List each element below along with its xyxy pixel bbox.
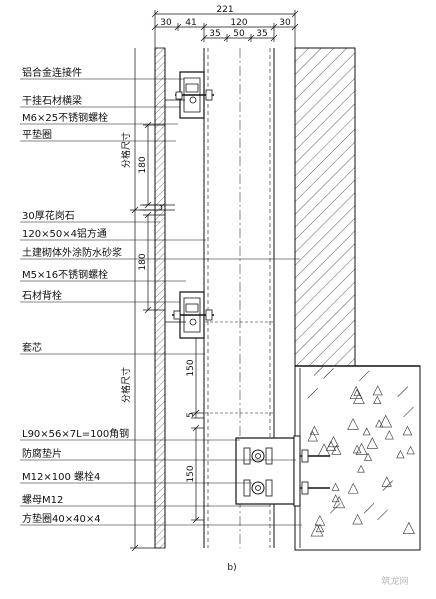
lower-bracket — [165, 291, 214, 339]
label-stone-beam: 干挂石材横梁 — [22, 94, 82, 107]
masonry-wall — [294, 47, 356, 367]
label-square-washer: 方垫圈40×40×4 — [22, 512, 101, 525]
concrete-aggregate-mark — [331, 494, 340, 503]
dim-seg-1: 30 — [160, 18, 172, 28]
concrete-slab — [294, 365, 421, 551]
label-sleeve-core: 套芯 — [22, 341, 42, 354]
concrete-aggregate-mark — [310, 523, 324, 537]
concrete-aggregate-mark — [307, 430, 318, 442]
concrete-aggregate-mark — [364, 452, 373, 461]
concrete-aggregate-mark — [332, 495, 346, 509]
granite-panel — [154, 47, 166, 549]
concrete-aggregate-mark — [402, 521, 415, 535]
figure-caption: b) — [227, 563, 236, 573]
concrete-hatch-mark — [330, 502, 341, 514]
dim-grid-upper: 分格尺寸 — [120, 132, 132, 168]
concrete-aggregate-mark — [362, 427, 371, 436]
concrete-aggregate-mark — [352, 444, 362, 454]
dim-grid-lower: 分格尺寸 — [120, 367, 132, 403]
dim-seg-2: 41 — [185, 18, 196, 28]
concrete-aggregate-mark — [353, 392, 365, 404]
dim-150-a: 150 — [186, 359, 196, 376]
label-m12-bolt: M12×100 螺栓4 — [22, 470, 100, 483]
label-flat-washer: 平垫圈 — [22, 128, 52, 141]
label-m5-bolt: M5×16不锈钢螺栓 — [22, 268, 108, 281]
concrete-aggregate-mark — [352, 513, 363, 525]
concrete-aggregate-mark — [357, 464, 365, 473]
concrete-hatch-mark — [377, 509, 388, 521]
label-aluminium-connector: 铝合金连接件 — [22, 66, 82, 79]
concrete-aggregate-mark — [315, 523, 325, 533]
watermark: 筑龙网 — [381, 575, 408, 587]
concrete-aggregate-mark — [396, 449, 405, 459]
concrete-aggregate-mark — [402, 425, 413, 436]
dim-sub-1: 35 — [209, 29, 220, 39]
top-dimension — [151, 10, 299, 48]
concrete-hatch-mark — [323, 368, 334, 379]
label-waterproof-mortar: 土建砌体外涂防水砂浆 — [22, 246, 122, 259]
concrete-aggregate-mark — [372, 385, 383, 396]
concrete-hatch-mark — [363, 503, 375, 514]
concrete-aggregate-mark — [379, 414, 393, 428]
concrete-aggregate-mark — [331, 482, 340, 491]
concrete-aggregate-mark — [406, 445, 415, 455]
concrete-hatch-mark — [359, 370, 370, 382]
angle-steel-assembly — [235, 435, 330, 507]
concrete-aggregate-mark — [375, 419, 384, 428]
concrete-hatch-mark — [307, 388, 318, 399]
concrete-aggregate-mark — [373, 395, 382, 405]
dim-sub-2: 50 — [233, 29, 245, 39]
label-anticorrosion-pad: 防腐垫片 — [22, 447, 62, 460]
dim-seg-3: 120 — [230, 18, 247, 28]
upper-bracket — [165, 71, 214, 119]
label-back-anchor: 石材背栓 — [22, 289, 62, 302]
concrete-aggregate-mark — [347, 418, 359, 430]
concrete-aggregate-mark — [384, 430, 394, 440]
dim-sub-3: 35 — [256, 29, 267, 39]
leader-lines — [20, 78, 302, 526]
label-granite: 30厚花岗石 — [22, 209, 75, 222]
concrete-hatch-mark — [382, 480, 393, 491]
dim-180-b: 180 — [138, 253, 148, 270]
label-m12-nut: 螺母M12 — [22, 494, 63, 506]
label-aluminium-tube: 120×50×4铝方通 — [22, 227, 107, 240]
stone-joint — [140, 204, 175, 211]
concrete-aggregate-mark — [366, 437, 379, 449]
concrete-hatch-mark — [397, 386, 408, 397]
dim-180-a: 180 — [138, 156, 148, 173]
concrete-aggregate-mark — [331, 444, 342, 455]
label-angle-steel: L90×56×7L=100角钢 — [22, 427, 129, 440]
concrete-hatch-mark — [403, 406, 414, 418]
label-m6-bolt: M6×25不锈钢螺栓 — [22, 111, 108, 124]
dim-150-b: 150 — [186, 465, 196, 482]
dim-5: 5 — [186, 412, 196, 418]
callout-labels: 铝合金连接件 干挂石材横梁 M6×25不锈钢螺栓 平垫圈 30厚花岗石 120×… — [22, 66, 129, 525]
concrete-aggregate-mark — [353, 388, 361, 397]
dim-seg-4: 30 — [279, 18, 291, 28]
concrete-hatch-mark — [313, 365, 325, 376]
concrete-aggregate-mark — [327, 436, 340, 448]
concrete-aggregate-mark — [347, 482, 359, 494]
dim-total: 221 — [216, 5, 233, 15]
